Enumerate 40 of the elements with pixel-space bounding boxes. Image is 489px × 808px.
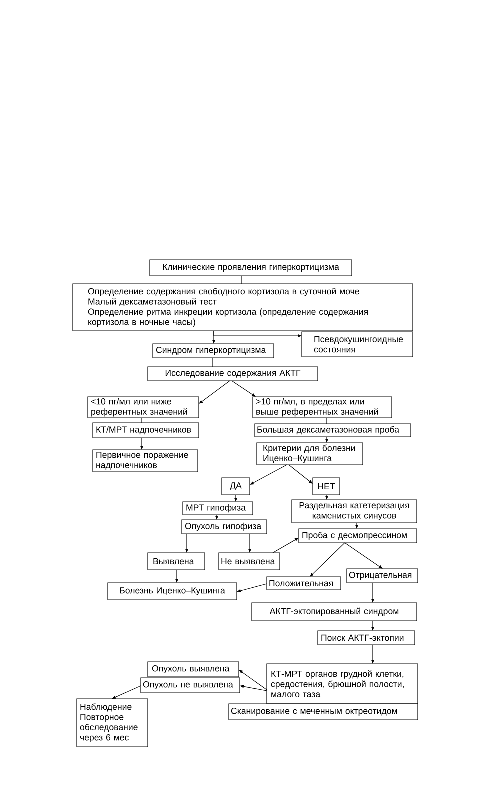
process-box: ДА: [222, 478, 250, 496]
process-box: Опухоль не выявлена: [140, 678, 240, 694]
process-box: МРТ гипофиза: [182, 502, 254, 516]
process-box: АКТГ-эктопированный синдром: [252, 602, 418, 622]
arrow: [239, 670, 268, 690]
connector-line: [212, 358, 214, 368]
process-box: Выявлена: [148, 552, 206, 570]
process-box: Опухоль гипофиза: [182, 520, 268, 534]
process-box: НЕТ: [312, 478, 340, 496]
process-box: Большая дексаметазоновая проба: [254, 424, 412, 438]
arrow: [250, 464, 288, 485]
process-box: >10 пг/мл, в пределах или выше референтных значений: [252, 396, 392, 418]
process-box: КТ-МРТ органов грудной клетки, средостения, брюшной полости, малого таза: [266, 664, 418, 704]
process-box: КТ/МРТ надпочечников: [92, 422, 200, 438]
arrow: [112, 686, 142, 699]
process-box: Псевдокушингоидные состояния: [302, 332, 414, 358]
process-box: Отрицательная: [346, 568, 418, 584]
arrow: [199, 380, 230, 404]
arrow: [272, 538, 299, 554]
process-box: Наблюдение Повторное обследование через 6 мес: [76, 698, 148, 748]
arrow: [288, 464, 313, 484]
arrow: [232, 380, 256, 397]
process-box: Первичное поражение надпочечников: [92, 450, 198, 472]
arrow: [310, 542, 346, 577]
process-box: Синдром гиперкортицизма: [152, 344, 274, 358]
process-box: Проба с десмопрессином: [298, 528, 418, 544]
process-box: Клинические проявления гиперкортицизма: [150, 260, 352, 276]
process-box: <10 пг/мл или ниже референтных значений: [88, 396, 200, 418]
process-box: Опухоль выявлена: [148, 662, 240, 678]
process-box: Раздельная катетеризация каменистых синусов: [292, 500, 418, 524]
process-box: Критерии для болезни Иценко–Кушинга: [256, 442, 364, 466]
arrow: [344, 542, 383, 569]
process-box: Сканирование с меченным октреотидом: [228, 704, 418, 720]
process-box: Определение содержания свободного кортизола в суточной моче Малый дексаметазоновый тест Определение ритма инкреции кортизола (определение содержания кортизола в ночные часы): [72, 284, 414, 332]
process-box: Болезнь Иценко–Кушинга: [108, 582, 238, 600]
process-box: Поиск АКТГ-эктопии: [318, 630, 416, 646]
process-box: Положительная: [266, 576, 342, 590]
process-box: Не выявлена: [218, 552, 280, 570]
connector-line: [326, 418, 328, 424]
process-box: Исследование содержания АКТГ: [148, 366, 318, 382]
